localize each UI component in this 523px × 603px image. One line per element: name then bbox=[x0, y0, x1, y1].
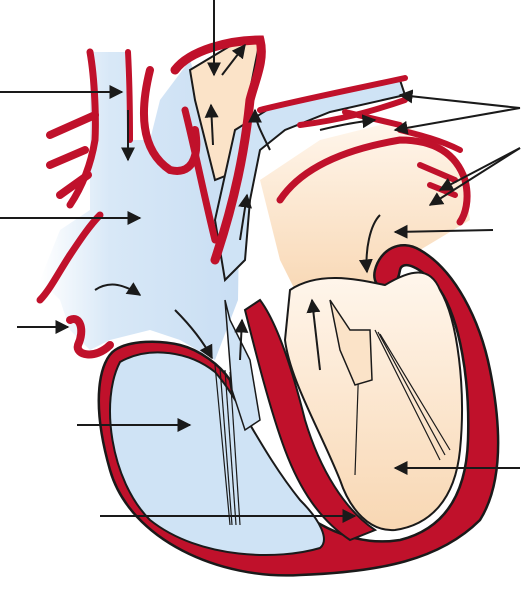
pulmonary-artery-pointer bbox=[400, 95, 520, 108]
pulmonary-artery-pointer-2 bbox=[395, 108, 520, 130]
left-branch-veins bbox=[50, 115, 95, 195]
